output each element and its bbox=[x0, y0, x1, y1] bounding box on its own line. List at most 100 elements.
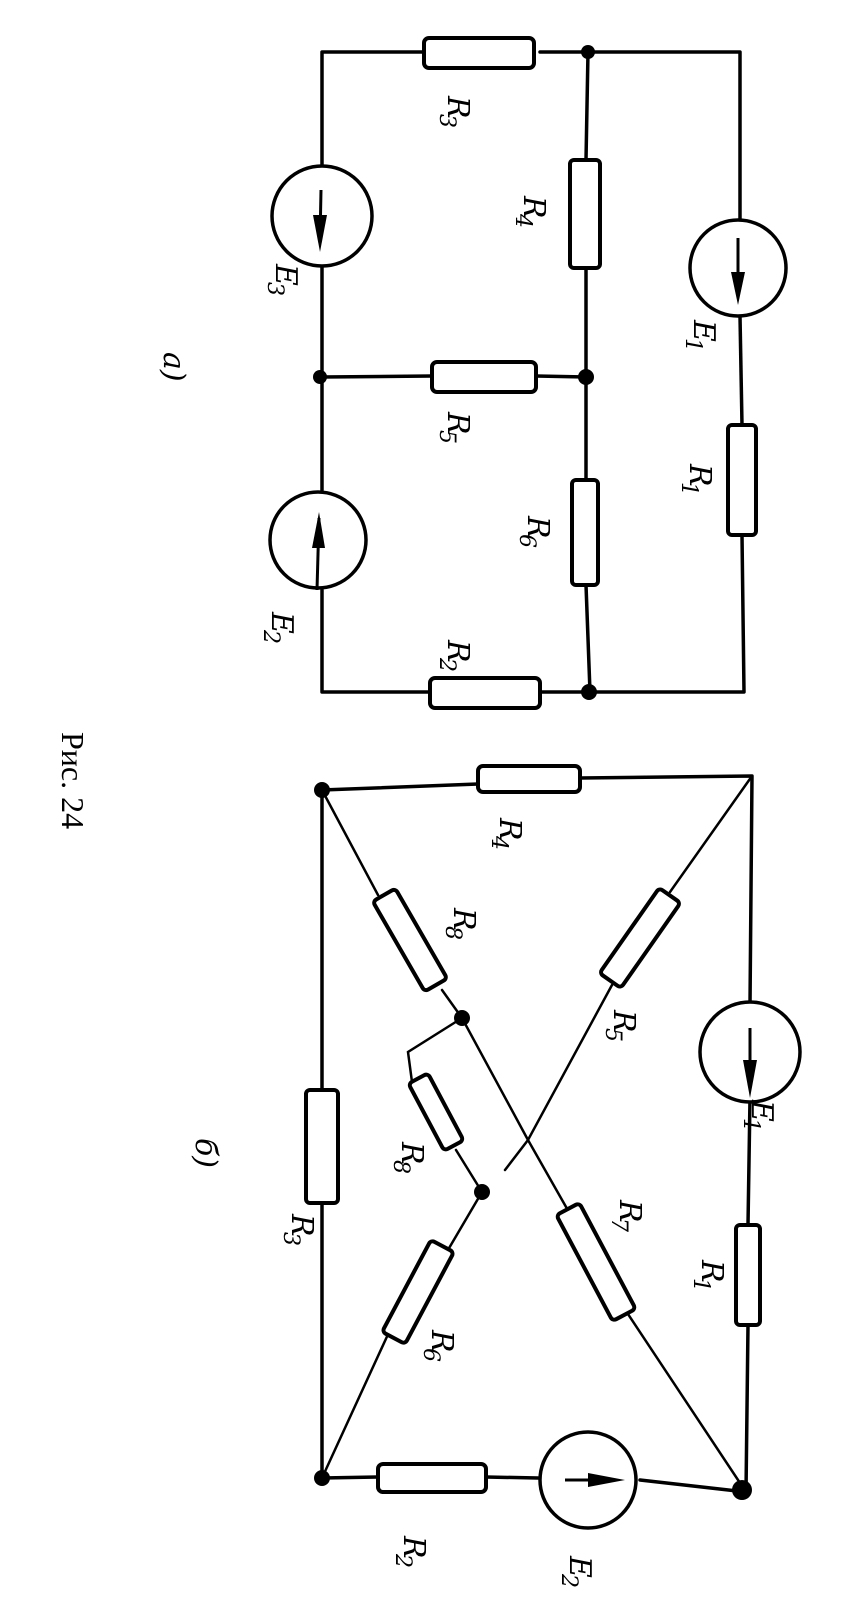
resistor-r4 bbox=[476, 764, 582, 794]
source-e2 bbox=[268, 490, 368, 591]
svg-text:8: 8 bbox=[440, 926, 465, 940]
resistor-r3 bbox=[304, 1088, 340, 1205]
svg-text:4: 4 bbox=[486, 835, 511, 850]
wire bbox=[484, 1475, 540, 1480]
label-r3: R 3 bbox=[278, 1213, 319, 1246]
junction-node bbox=[314, 1470, 330, 1486]
svg-text:4: 4 bbox=[510, 213, 535, 228]
junction-node bbox=[578, 369, 594, 385]
label-r6: R 6 bbox=[514, 515, 555, 548]
svg-text:3: 3 bbox=[278, 1232, 303, 1246]
wire bbox=[538, 50, 742, 222]
svg-text:R: R bbox=[440, 411, 475, 435]
svg-text:R: R bbox=[446, 907, 481, 931]
wire bbox=[440, 988, 530, 1142]
label-r1: R 1 bbox=[688, 1259, 729, 1292]
junction-node bbox=[314, 782, 330, 798]
svg-text:6: 6 bbox=[418, 1348, 443, 1362]
resistor-r5 bbox=[430, 360, 538, 394]
wire bbox=[320, 1328, 392, 1480]
svg-text:3: 3 bbox=[262, 282, 287, 296]
svg-text:R: R bbox=[682, 463, 717, 487]
label-r1: R 1 bbox=[676, 463, 717, 496]
resistor-r2 bbox=[428, 676, 542, 710]
wire bbox=[320, 374, 434, 379]
label-r8-lower: R 8 bbox=[388, 1141, 429, 1174]
svg-text:R: R bbox=[492, 817, 527, 841]
part-label-a: а) bbox=[156, 352, 191, 382]
resistor-r7 bbox=[555, 1202, 637, 1322]
wire bbox=[738, 314, 744, 427]
label-r4: R 4 bbox=[510, 195, 551, 228]
svg-text:R: R bbox=[516, 195, 551, 219]
svg-text:2: 2 bbox=[556, 1573, 581, 1588]
svg-text:R: R bbox=[520, 515, 555, 539]
wire bbox=[746, 1096, 752, 1227]
resistor-r6 bbox=[570, 478, 600, 587]
label-e3: E 3 bbox=[262, 263, 303, 296]
label-r8-upper: R 8 bbox=[440, 907, 481, 940]
svg-text:R: R bbox=[394, 1141, 429, 1165]
svg-text:Рис. 24: Рис. 24 bbox=[55, 732, 91, 829]
resistor-r8-lower bbox=[407, 1072, 465, 1152]
svg-text:1: 1 bbox=[688, 1278, 713, 1292]
wire bbox=[534, 374, 588, 379]
svg-text:8: 8 bbox=[388, 1160, 413, 1174]
svg-text:6: 6 bbox=[514, 534, 539, 548]
wire bbox=[320, 588, 432, 694]
label-r5: R 5 bbox=[434, 411, 475, 444]
resistor-r1 bbox=[726, 423, 758, 537]
svg-text:2: 2 bbox=[390, 1553, 415, 1568]
svg-text:1: 1 bbox=[680, 338, 705, 352]
label-r6: R 6 bbox=[418, 1329, 459, 1362]
diagram-a: R 3 R 4 R 5 R 6 R 1 R 2 E 3 E 2 bbox=[156, 36, 788, 710]
svg-text:R: R bbox=[396, 1535, 431, 1559]
junction-node bbox=[581, 684, 597, 700]
svg-text:R: R bbox=[694, 1259, 729, 1283]
label-r5: R 5 bbox=[600, 1009, 641, 1042]
label-r4: R 4 bbox=[486, 817, 527, 850]
svg-text:E: E bbox=[264, 611, 299, 634]
source-e1 bbox=[688, 218, 788, 318]
wire bbox=[538, 533, 746, 694]
wire bbox=[320, 782, 480, 792]
svg-text:1: 1 bbox=[738, 1118, 763, 1132]
svg-text:R: R bbox=[424, 1329, 459, 1353]
source-e1 bbox=[698, 1000, 802, 1104]
label-r7: R 7 bbox=[606, 1199, 647, 1232]
svg-text:E: E bbox=[562, 1555, 597, 1578]
label-r2: R 2 bbox=[434, 639, 475, 672]
label-e1: E 1 bbox=[680, 319, 721, 352]
resistor-r5 bbox=[599, 887, 681, 989]
svg-text:R: R bbox=[440, 639, 475, 663]
svg-text:E: E bbox=[686, 319, 721, 342]
svg-text:5: 5 bbox=[434, 430, 459, 444]
wire bbox=[406, 1016, 464, 1084]
svg-text:5: 5 bbox=[600, 1028, 625, 1042]
svg-text:2: 2 bbox=[258, 629, 283, 644]
svg-text:E: E bbox=[744, 1099, 779, 1122]
svg-text:1: 1 bbox=[676, 482, 701, 496]
resistor-r3 bbox=[422, 36, 536, 70]
wire bbox=[454, 1148, 484, 1194]
wire bbox=[668, 774, 754, 894]
svg-text:2: 2 bbox=[434, 657, 459, 672]
wire bbox=[503, 983, 614, 1172]
wire bbox=[584, 50, 590, 162]
svg-text:R: R bbox=[284, 1213, 319, 1237]
label-e2: E 2 bbox=[258, 611, 299, 644]
junction-node bbox=[313, 370, 327, 384]
wire bbox=[320, 50, 430, 168]
label-e1: E 1 bbox=[738, 1099, 779, 1132]
label-r2: R 2 bbox=[390, 1535, 431, 1568]
svg-text:3: 3 bbox=[434, 114, 459, 128]
wire bbox=[584, 583, 592, 694]
svg-text:7: 7 bbox=[606, 1218, 631, 1232]
source-e2 bbox=[538, 1430, 638, 1530]
junction-node bbox=[474, 1184, 490, 1200]
label-e2: E 2 bbox=[556, 1555, 597, 1588]
part-label-b: б) bbox=[188, 1138, 223, 1168]
resistor-r8-upper bbox=[372, 887, 448, 993]
svg-text:R: R bbox=[606, 1009, 641, 1033]
